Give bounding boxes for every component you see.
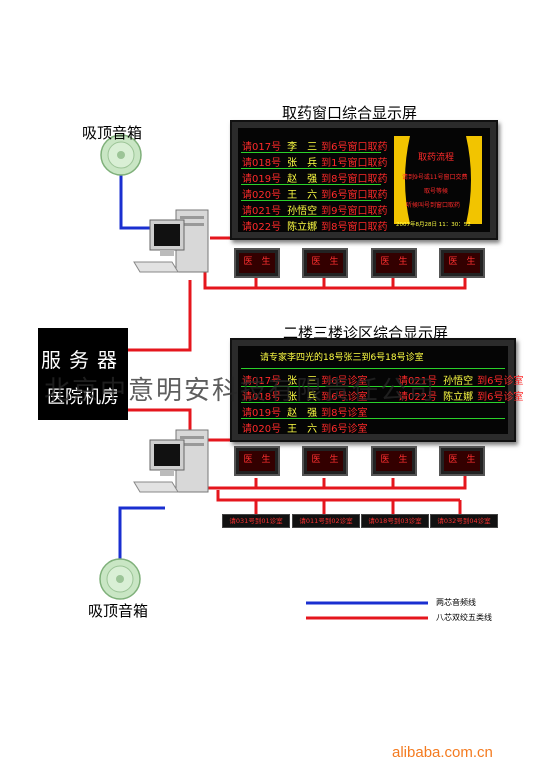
- doctor-monitor: 医 生: [439, 248, 485, 278]
- pharmacy-board-screen: 请017号李 三到6号窗口取药 请018号张 兵到1号窗口取药 请019号赵 强…: [238, 128, 490, 233]
- room-door-panel: 请032号到04诊室: [430, 514, 498, 528]
- pharmacy-datetime: 2007年8月28日 11：30：52: [396, 222, 471, 228]
- server-room-label: 医院机房: [47, 387, 119, 408]
- pharmacy-flow-line: 取号等候: [424, 188, 449, 195]
- computer-top-icon: [133, 209, 209, 273]
- doctor-monitor: 医 生: [234, 446, 280, 476]
- server-label: 服务器: [41, 348, 125, 372]
- speaker-top-label: 吸顶音箱: [82, 124, 143, 142]
- doctor-monitor: 医 生: [439, 446, 485, 476]
- network-line-top-monitors: [203, 270, 467, 290]
- computer-bottom-icon: [133, 429, 209, 493]
- clinic-row: 请018号张 兵到6号诊室: [242, 392, 368, 403]
- network-line-mini-panels: [216, 490, 460, 502]
- clinic-row: 请017号张 三到6号诊室: [242, 376, 368, 387]
- pharmacy-flow-line: 听候叫号到窗口取药: [406, 202, 461, 209]
- pharmacy-flow-line: 请到9号或11号窗口交费: [402, 174, 468, 181]
- pharmacy-flow-title: 取药流程: [418, 153, 455, 163]
- clinic-header: 请专家李四光的18号张三到6号18号诊室: [260, 353, 424, 363]
- pharmacy-row: 请018号张 兵到1号窗口取药: [242, 158, 388, 169]
- network-line-server-top: [128, 280, 192, 352]
- pharmacy-row: 请017号李 三到6号窗口取药: [242, 142, 388, 153]
- legend-audio-label: 两芯音频线: [436, 598, 476, 607]
- speaker-bottom-label: 吸顶音箱: [88, 602, 149, 620]
- doctor-monitor: 医 生: [234, 248, 280, 278]
- doctor-monitor: 医 生: [302, 248, 348, 278]
- pharmacy-row: 请020号王 六到6号窗口取药: [242, 190, 388, 201]
- doctor-monitor: 医 生: [371, 248, 417, 278]
- clinic-row: 请022号陈立娜到6号诊室: [398, 392, 524, 403]
- pharmacy-board-title: 取药窗口综合显示屏: [282, 104, 418, 122]
- legend-network-label: 八芯双绞五类线: [436, 613, 492, 622]
- doctor-monitor: 医 生: [302, 446, 348, 476]
- footer-logo: alibaba.com.cn: [392, 744, 493, 761]
- clinic-board-title: 二楼三楼诊区综合显示屏: [283, 324, 449, 342]
- clinic-row: 请019号赵 强到8号诊室: [242, 408, 368, 419]
- clinic-row: 请020号王 六到6号诊室: [242, 424, 368, 435]
- pharmacy-flow-frame: [394, 136, 482, 224]
- doctor-monitor: 医 生: [371, 446, 417, 476]
- clinic-display-board: 请专家李四光的18号张三到6号18号诊室 请017号张 三到6号诊室 请021号…: [230, 338, 523, 442]
- room-door-panel: 请018号到03诊室: [361, 514, 429, 528]
- company-watermark: 北京中意明安科技有限责任公司: [44, 376, 437, 406]
- speaker-bottom-icon: [99, 558, 141, 600]
- audio-line-top: [119, 168, 170, 230]
- clinic-row: 请021号孙悟空到6号诊室: [398, 376, 524, 387]
- pharmacy-row: 请019号赵 强到8号窗口取药: [242, 174, 388, 185]
- server-box: 服务器 医院机房: [38, 328, 128, 420]
- audio-line-bottom: [118, 506, 165, 566]
- speaker-top-icon: [100, 134, 142, 176]
- clinic-board-screen: 请专家李四光的18号张三到6号18号诊室 请017号张 三到6号诊室 请021号…: [238, 346, 523, 435]
- room-door-panel: 请011号到02诊室: [292, 514, 360, 528]
- pharmacy-row: 请021号孙悟空到9号窗口取药: [242, 206, 388, 217]
- room-door-panel: 请031号到01诊室: [222, 514, 290, 528]
- pharmacy-display-board: 请017号李 三到6号窗口取药 请018号张 兵到1号窗口取药 请019号赵 强…: [230, 120, 498, 240]
- pharmacy-row: 请022号陈立娜到8号窗口取药: [242, 222, 388, 233]
